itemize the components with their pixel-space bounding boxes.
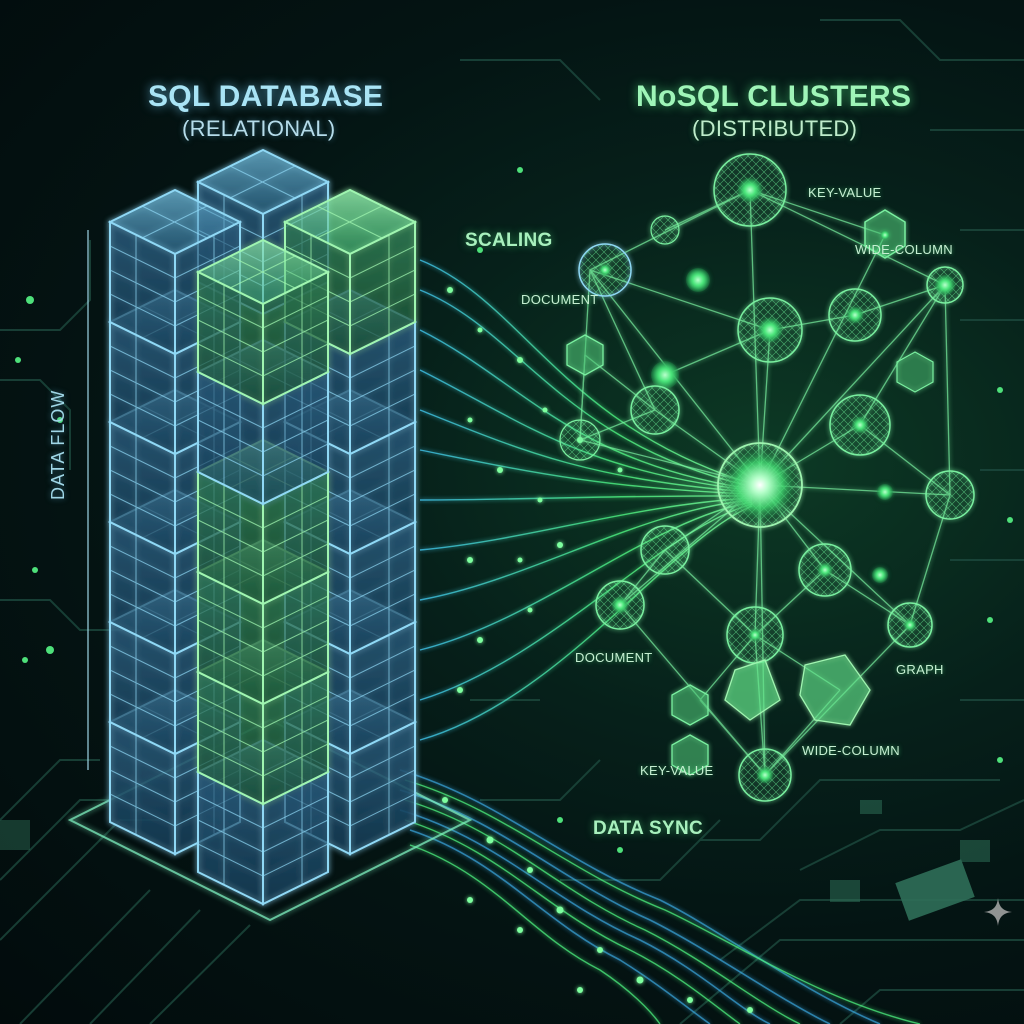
label-document-bottom: DOCUMENT: [575, 650, 653, 665]
sql-subtitle: (RELATIONAL): [182, 116, 336, 141]
data-sync-label: DATA SYNC: [593, 818, 704, 839]
sql-title: SQL DATABASE: [148, 80, 384, 113]
node-wide-column-top: [926, 266, 964, 304]
node-key-value-hex: [864, 209, 906, 259]
label-key-value-bottom: KEY-VALUE: [640, 763, 714, 778]
scaling-label: SCALING: [465, 230, 553, 251]
node-document-bottom: [595, 580, 645, 630]
label-document-top: DOCUMENT: [521, 292, 599, 307]
node-key-value-bottom: [738, 748, 792, 802]
node-wide-column-bottom: [799, 654, 871, 726]
label-graph: GRAPH: [896, 662, 944, 677]
node-document-top: [578, 243, 632, 297]
nosql-subtitle: (DISTRIBUTED): [692, 116, 858, 141]
node-key-value-top: [713, 153, 787, 227]
data-flow-axis-label: DATA FLOW: [48, 389, 68, 500]
nosql-title: NoSQL CLUSTERS: [636, 80, 912, 113]
node-graph: [887, 602, 933, 648]
label-key-value-top: KEY-VALUE: [808, 185, 882, 200]
label-wide-column-bottom: WIDE-COLUMN: [802, 743, 900, 758]
label-wide-column-top: WIDE-COLUMN: [855, 242, 953, 257]
sparkle-icon: [984, 898, 1012, 926]
